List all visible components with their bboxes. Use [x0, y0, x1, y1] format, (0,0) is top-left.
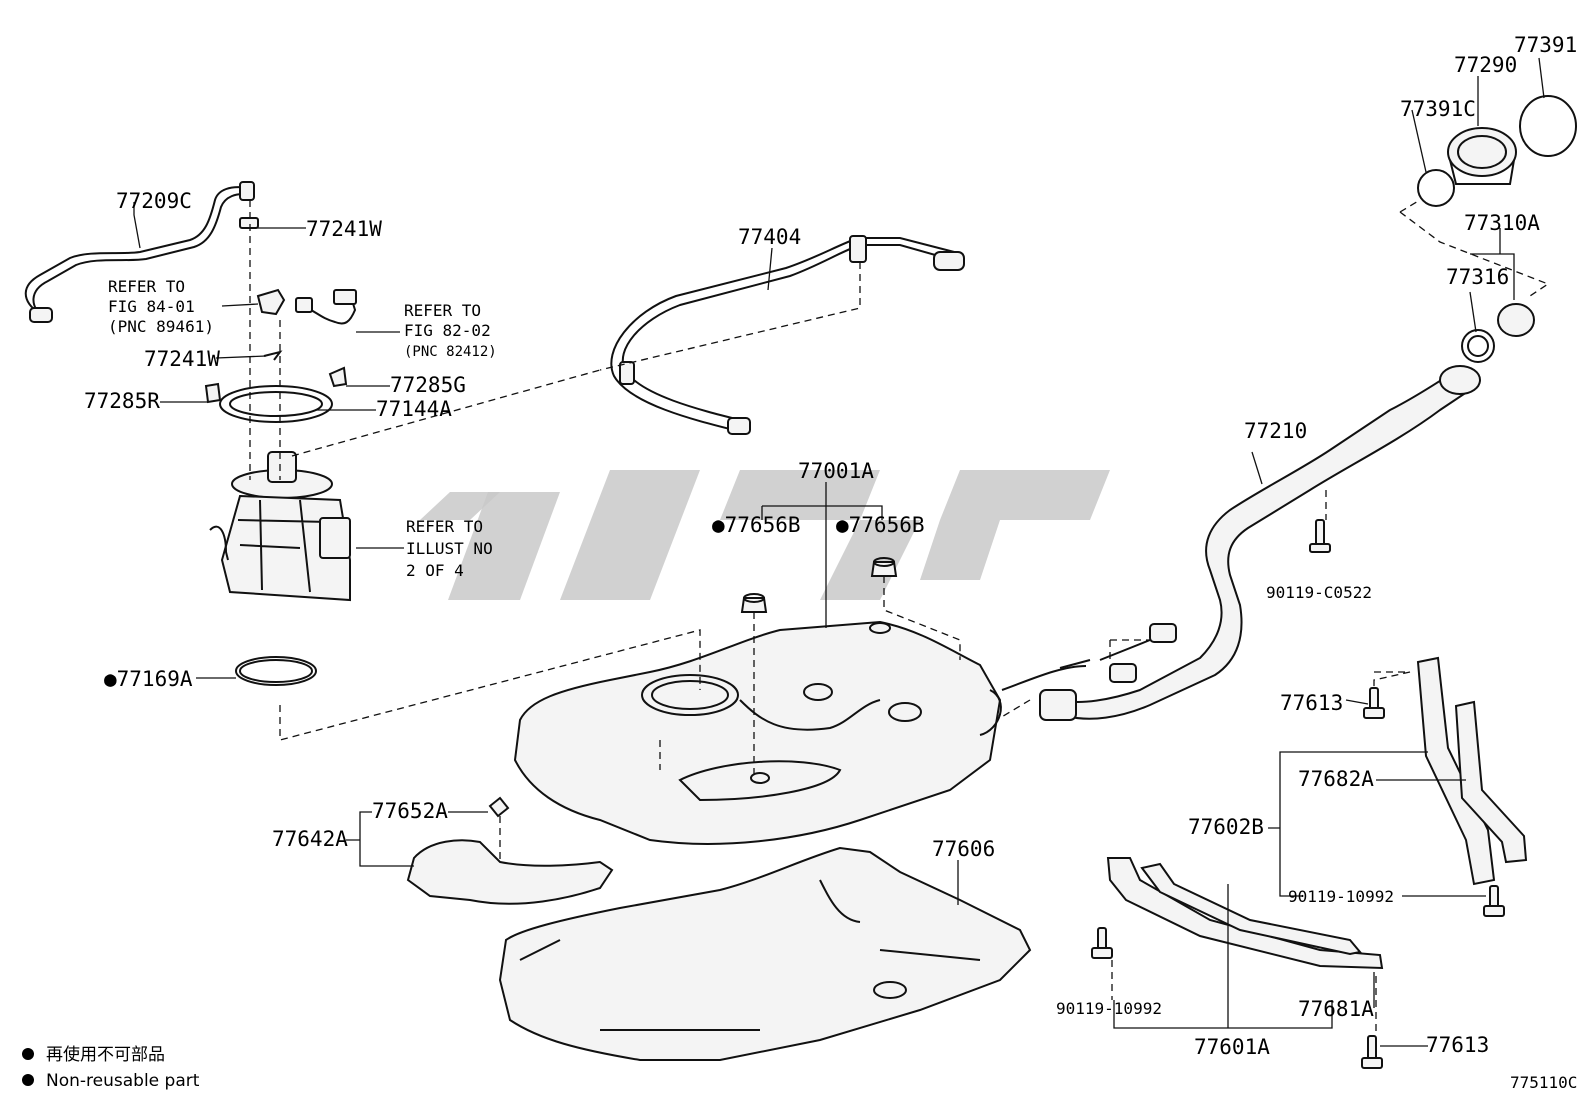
legend-line-jp: 再使用不可部品 [46, 1044, 165, 1065]
pump-retainer-ring [219, 385, 333, 423]
label-77681A: 77681A [1298, 997, 1374, 1021]
label-77285R: 77285R [84, 389, 160, 413]
label-77606: 77606 [932, 837, 995, 861]
fuel-sender-connector [256, 288, 286, 316]
bolt-77613-upper [1363, 687, 1385, 719]
cap-gasket [1519, 95, 1577, 157]
fuel-pump-clip-upper [239, 217, 259, 229]
fuel-pump-module [209, 451, 351, 602]
label-77310A: 77310A [1464, 211, 1540, 235]
pump-gasket-ring [235, 656, 317, 686]
fuel-pump-gasket-clip [328, 366, 348, 388]
label-77682A: 77682A [1298, 767, 1374, 791]
ref3-line1: REFER TO [406, 517, 483, 536]
legend-bullet-2 [22, 1074, 34, 1086]
label-90119-10992-right: 90119-10992 [1288, 887, 1394, 906]
fuel-tank [513, 620, 1002, 845]
label-77613-upper: 77613 [1280, 691, 1343, 715]
label-77404: 77404 [738, 225, 801, 249]
label-77391C: 77391C [1400, 97, 1476, 121]
label-77285G: 77285G [390, 373, 466, 397]
label-77001A: 77001A [798, 459, 874, 483]
tank-protector [498, 846, 1032, 1061]
ref1-line2: FIG 84-01 [108, 297, 195, 316]
tank-band-horizontal [1106, 857, 1384, 970]
cap-gasket-small [1417, 169, 1455, 207]
label-77210: 77210 [1244, 419, 1307, 443]
label-77316: 77316 [1446, 265, 1509, 289]
bolt-90119-10992-left [1091, 927, 1113, 959]
fuel-filler-pipe [1001, 365, 1481, 721]
fuel-cap-assembly [1447, 127, 1517, 185]
bolt-90119-C0522 [1309, 519, 1331, 553]
bolt-90119-10992-right [1483, 885, 1505, 917]
label-77209C: 77209C [116, 189, 192, 213]
label-77241W-upper: 77241W [306, 217, 382, 241]
part-labels: 77209C 77241W 77241W 77285R 77285G 77144… [84, 33, 1577, 1059]
diagram-code: 775110C [1510, 1073, 1577, 1092]
ref2-line2: FIG 82-02 [404, 321, 491, 340]
label-77169A: ●77169A [104, 667, 193, 691]
heat-insulator [406, 839, 614, 905]
label-77241W-lower: 77241W [144, 347, 220, 371]
ref3-line3: 2 OF 4 [406, 561, 464, 580]
ref1-line1: REFER TO [108, 277, 185, 296]
label-77602B: 77602B [1188, 815, 1264, 839]
watermark-logo [420, 470, 1110, 600]
assembly-dashed-lines [249, 199, 1550, 1036]
label-77290: 77290 [1454, 53, 1517, 77]
fuel-pump-clip-lower [263, 350, 283, 361]
label-77613-lower: 77613 [1426, 1033, 1489, 1057]
label-90119-10992-left: 90119-10992 [1056, 999, 1162, 1018]
label-77601A: 77601A [1194, 1035, 1270, 1059]
legend-bullet-1 [22, 1048, 34, 1060]
reference-note-fig-84-01: REFER TO FIG 84-01 (PNC 89461) [108, 277, 214, 336]
legend-line-en: Non-reusable part [46, 1071, 200, 1091]
label-90119-C0522: 90119-C0522 [1266, 583, 1372, 602]
retainer-bolt [204, 382, 222, 404]
label-77656B-right: ●77656B [836, 513, 925, 537]
grommet-right [870, 557, 898, 577]
label-77391: 77391 [1514, 33, 1577, 57]
ref2-line1: REFER TO [404, 301, 481, 320]
label-77652A: 77652A [372, 799, 448, 823]
filler-cap-inner [1461, 303, 1535, 363]
fuel-suction-tube [24, 181, 255, 323]
reference-note-fig-82-02: REFER TO FIG 82-02 (PNC 82412) [404, 301, 497, 360]
ref2-line3: (PNC 82412) [404, 344, 497, 360]
label-77642A: 77642A [272, 827, 348, 851]
vapor-hose-assembly [610, 235, 965, 435]
insulator-clip [488, 796, 510, 818]
bolt-77613-lower [1361, 1035, 1383, 1069]
reference-note-illust: REFER TO ILLUST NO 2 OF 4 [406, 517, 493, 580]
leader-lines [133, 57, 1545, 1047]
legend: 再使用不可部品 Non-reusable part [22, 1044, 200, 1091]
ref3-line2: ILLUST NO [406, 539, 493, 558]
tank-band-vertical [1416, 656, 1528, 886]
ref1-line3: (PNC 89461) [108, 317, 214, 336]
label-77656B-left: ●77656B [712, 513, 801, 537]
label-77144A: 77144A [376, 397, 452, 421]
pump-wire-harness [295, 289, 357, 325]
grommet-left [740, 593, 768, 613]
